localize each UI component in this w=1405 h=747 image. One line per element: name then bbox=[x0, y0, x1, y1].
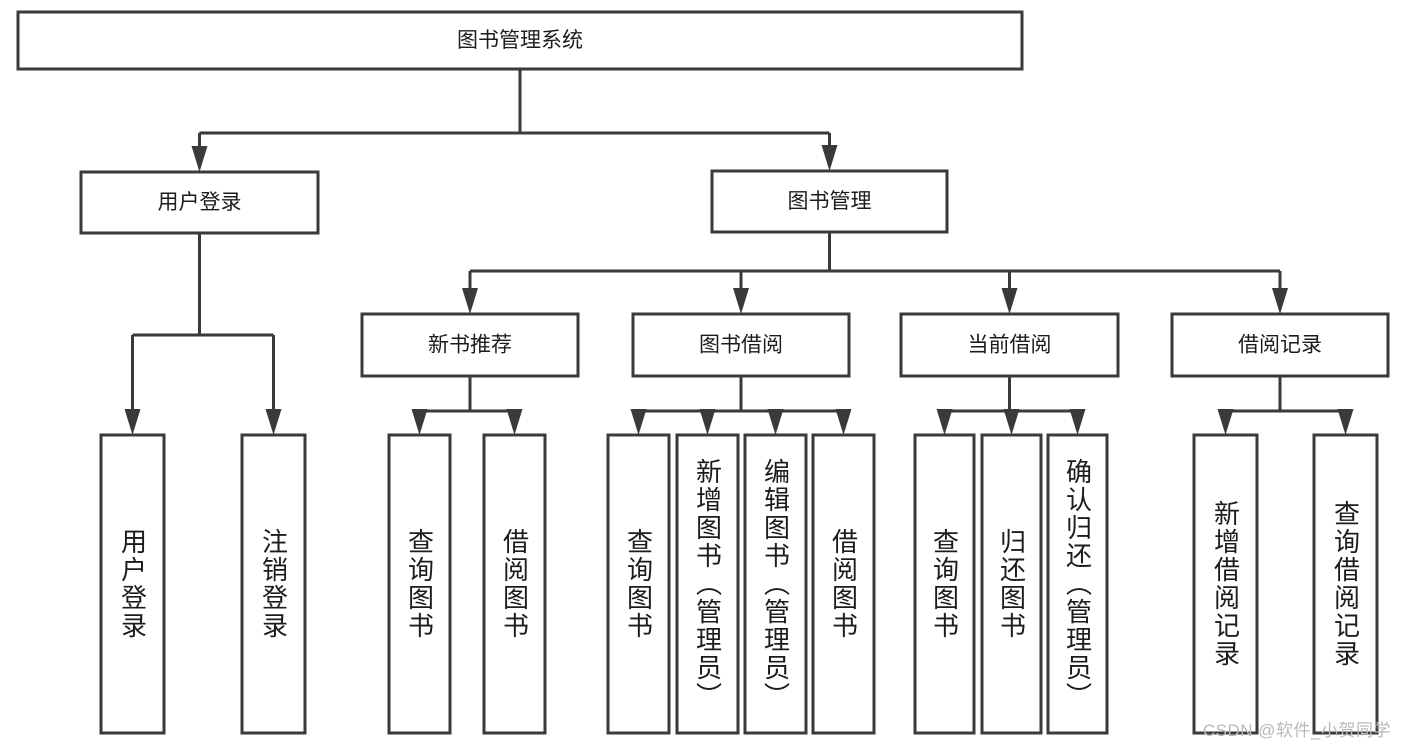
arrow-head-icon-new-book-recommend bbox=[462, 288, 478, 314]
node-label-borrow-record: 借阅记录 bbox=[1238, 334, 1322, 357]
arrow-head-icon-leaf-user-login bbox=[124, 409, 141, 435]
arrow-head-icon-borrow-record bbox=[1272, 288, 1288, 314]
node-box-leaf-record-query-record[interactable] bbox=[1312, 433, 1379, 735]
arrow-head-icon-leaf-recommend-query-book bbox=[411, 409, 428, 435]
node-box-root-system[interactable] bbox=[16, 10, 1024, 71]
node-label-book-management: 图书管理 bbox=[788, 190, 872, 213]
arrow-head-icon-leaf-borrow-edit-book-admin bbox=[767, 409, 784, 435]
arrow-head-icon-leaf-record-query-record bbox=[1337, 409, 1354, 435]
node-box-new-book-recommend[interactable] bbox=[360, 312, 580, 378]
arrow-head-icon-current-borrow bbox=[1001, 288, 1018, 314]
arrow-head-icon-leaf-borrow-add-book-admin bbox=[699, 409, 716, 435]
node-box-borrow-record[interactable] bbox=[1170, 312, 1390, 378]
node-box-book-borrow[interactable] bbox=[631, 312, 851, 378]
arrow-head-icon-leaf-borrow-borrow-book bbox=[835, 409, 852, 435]
node-box-leaf-user-login[interactable] bbox=[99, 433, 166, 735]
arrow-head-icon-leaf-current-confirm-return-admin bbox=[1069, 409, 1086, 435]
node-box-leaf-borrow-add-book-admin[interactable] bbox=[675, 433, 740, 735]
boxes-layer bbox=[16, 10, 1390, 735]
arrow-head-icon-leaf-current-return-book bbox=[1003, 409, 1020, 435]
node-box-leaf-current-query-book[interactable] bbox=[913, 433, 976, 735]
watermark-text: CSDN @软件_小贺同学 bbox=[1202, 721, 1391, 740]
arrow-head-icon-leaf-current-query-book bbox=[936, 409, 953, 435]
node-box-leaf-borrow-query-book[interactable] bbox=[606, 433, 671, 735]
node-label-current-borrow: 当前借阅 bbox=[968, 334, 1052, 357]
node-box-leaf-borrow-edit-book-admin[interactable] bbox=[743, 433, 808, 735]
arrow-head-icon-leaf-recommend-borrow-book bbox=[506, 409, 523, 435]
connectors-layer bbox=[124, 69, 1354, 435]
node-box-leaf-current-confirm-return-admin[interactable] bbox=[1046, 433, 1109, 735]
arrow-head-icon-leaf-user-logout bbox=[265, 409, 282, 435]
node-box-leaf-record-add-record[interactable] bbox=[1192, 433, 1259, 735]
node-box-leaf-user-logout[interactable] bbox=[240, 433, 307, 735]
node-box-user-login[interactable] bbox=[79, 170, 320, 235]
arrow-head-icon-leaf-record-add-record bbox=[1217, 409, 1234, 435]
node-box-current-borrow[interactable] bbox=[899, 312, 1120, 378]
node-label-user-login: 用户登录 bbox=[158, 191, 242, 214]
arrow-head-icon-leaf-borrow-query-book bbox=[630, 409, 647, 435]
arrow-head-icon-book-management bbox=[821, 145, 838, 171]
node-label-new-book-recommend: 新书推荐 bbox=[428, 334, 512, 357]
node-label-book-borrow: 图书借阅 bbox=[699, 334, 783, 357]
arrow-head-icon-user-login bbox=[191, 146, 208, 172]
node-box-leaf-recommend-query-book[interactable] bbox=[387, 433, 452, 735]
node-box-leaf-borrow-borrow-book[interactable] bbox=[811, 433, 876, 735]
node-box-book-management[interactable] bbox=[710, 169, 949, 234]
node-box-leaf-current-return-book[interactable] bbox=[980, 433, 1043, 735]
node-box-leaf-recommend-borrow-book[interactable] bbox=[482, 433, 547, 735]
arrow-head-icon-book-borrow bbox=[733, 288, 749, 314]
node-label-root-system: 图书管理系统 bbox=[457, 29, 583, 52]
